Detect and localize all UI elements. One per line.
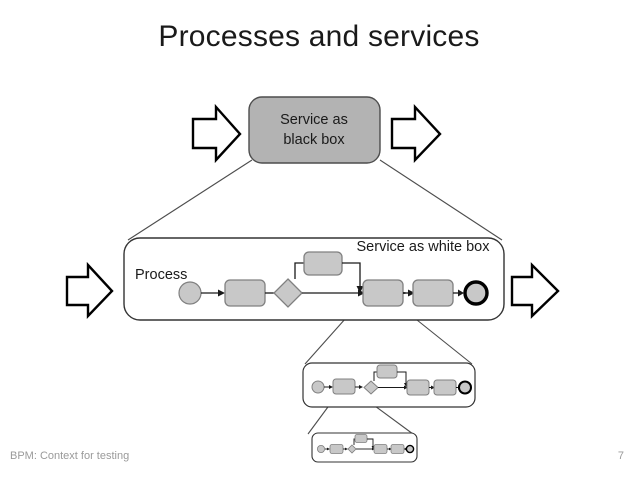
white-box-title: Service as white box bbox=[357, 239, 491, 255]
end-event[interactable] bbox=[463, 280, 489, 306]
task[interactable] bbox=[376, 364, 398, 379]
service-black-box[interactable] bbox=[248, 96, 381, 164]
start-event[interactable] bbox=[178, 281, 202, 305]
detail-box-level-2[interactable] bbox=[311, 432, 418, 463]
process-flow-main bbox=[178, 251, 489, 308]
black-box-label-line2: black box bbox=[283, 132, 345, 148]
output-arrow-icon bbox=[390, 103, 442, 163]
footer-text: BPM: Context for testing bbox=[10, 450, 130, 462]
task[interactable] bbox=[332, 378, 356, 395]
service-black-box-group: Service as black box bbox=[191, 96, 442, 164]
gateway[interactable] bbox=[347, 444, 357, 454]
task[interactable] bbox=[354, 434, 368, 443]
service-white-box-group: Service as white box Process bbox=[65, 237, 560, 321]
black-box-label-line1: Service as bbox=[280, 112, 348, 128]
task[interactable] bbox=[329, 444, 344, 454]
end-event[interactable] bbox=[458, 380, 472, 395]
process-flow-level-2 bbox=[316, 434, 415, 454]
input-arrow-icon bbox=[65, 261, 114, 319]
output-arrow-icon bbox=[510, 262, 560, 319]
page-title: Processes and services bbox=[158, 20, 480, 53]
page-number: 7 bbox=[617, 450, 624, 462]
start-event[interactable] bbox=[311, 380, 325, 394]
input-arrow-icon bbox=[191, 103, 242, 164]
gateway[interactable] bbox=[363, 380, 379, 395]
task[interactable] bbox=[390, 444, 405, 454]
service-white-box[interactable] bbox=[123, 237, 505, 321]
gateway[interactable] bbox=[273, 278, 303, 308]
process-detail-level-1 bbox=[302, 362, 476, 408]
task[interactable] bbox=[362, 279, 404, 307]
process-flow-level-1 bbox=[311, 364, 472, 396]
task[interactable] bbox=[224, 279, 266, 307]
end-event[interactable] bbox=[405, 444, 415, 454]
task[interactable] bbox=[406, 379, 430, 396]
detail-box-level-1[interactable] bbox=[302, 362, 476, 408]
task[interactable] bbox=[433, 379, 457, 396]
task[interactable] bbox=[412, 279, 454, 307]
process-label: Process bbox=[135, 267, 187, 283]
task[interactable] bbox=[303, 251, 343, 276]
start-event[interactable] bbox=[316, 444, 325, 453]
process-detail-level-2 bbox=[311, 432, 418, 463]
task[interactable] bbox=[373, 444, 388, 454]
